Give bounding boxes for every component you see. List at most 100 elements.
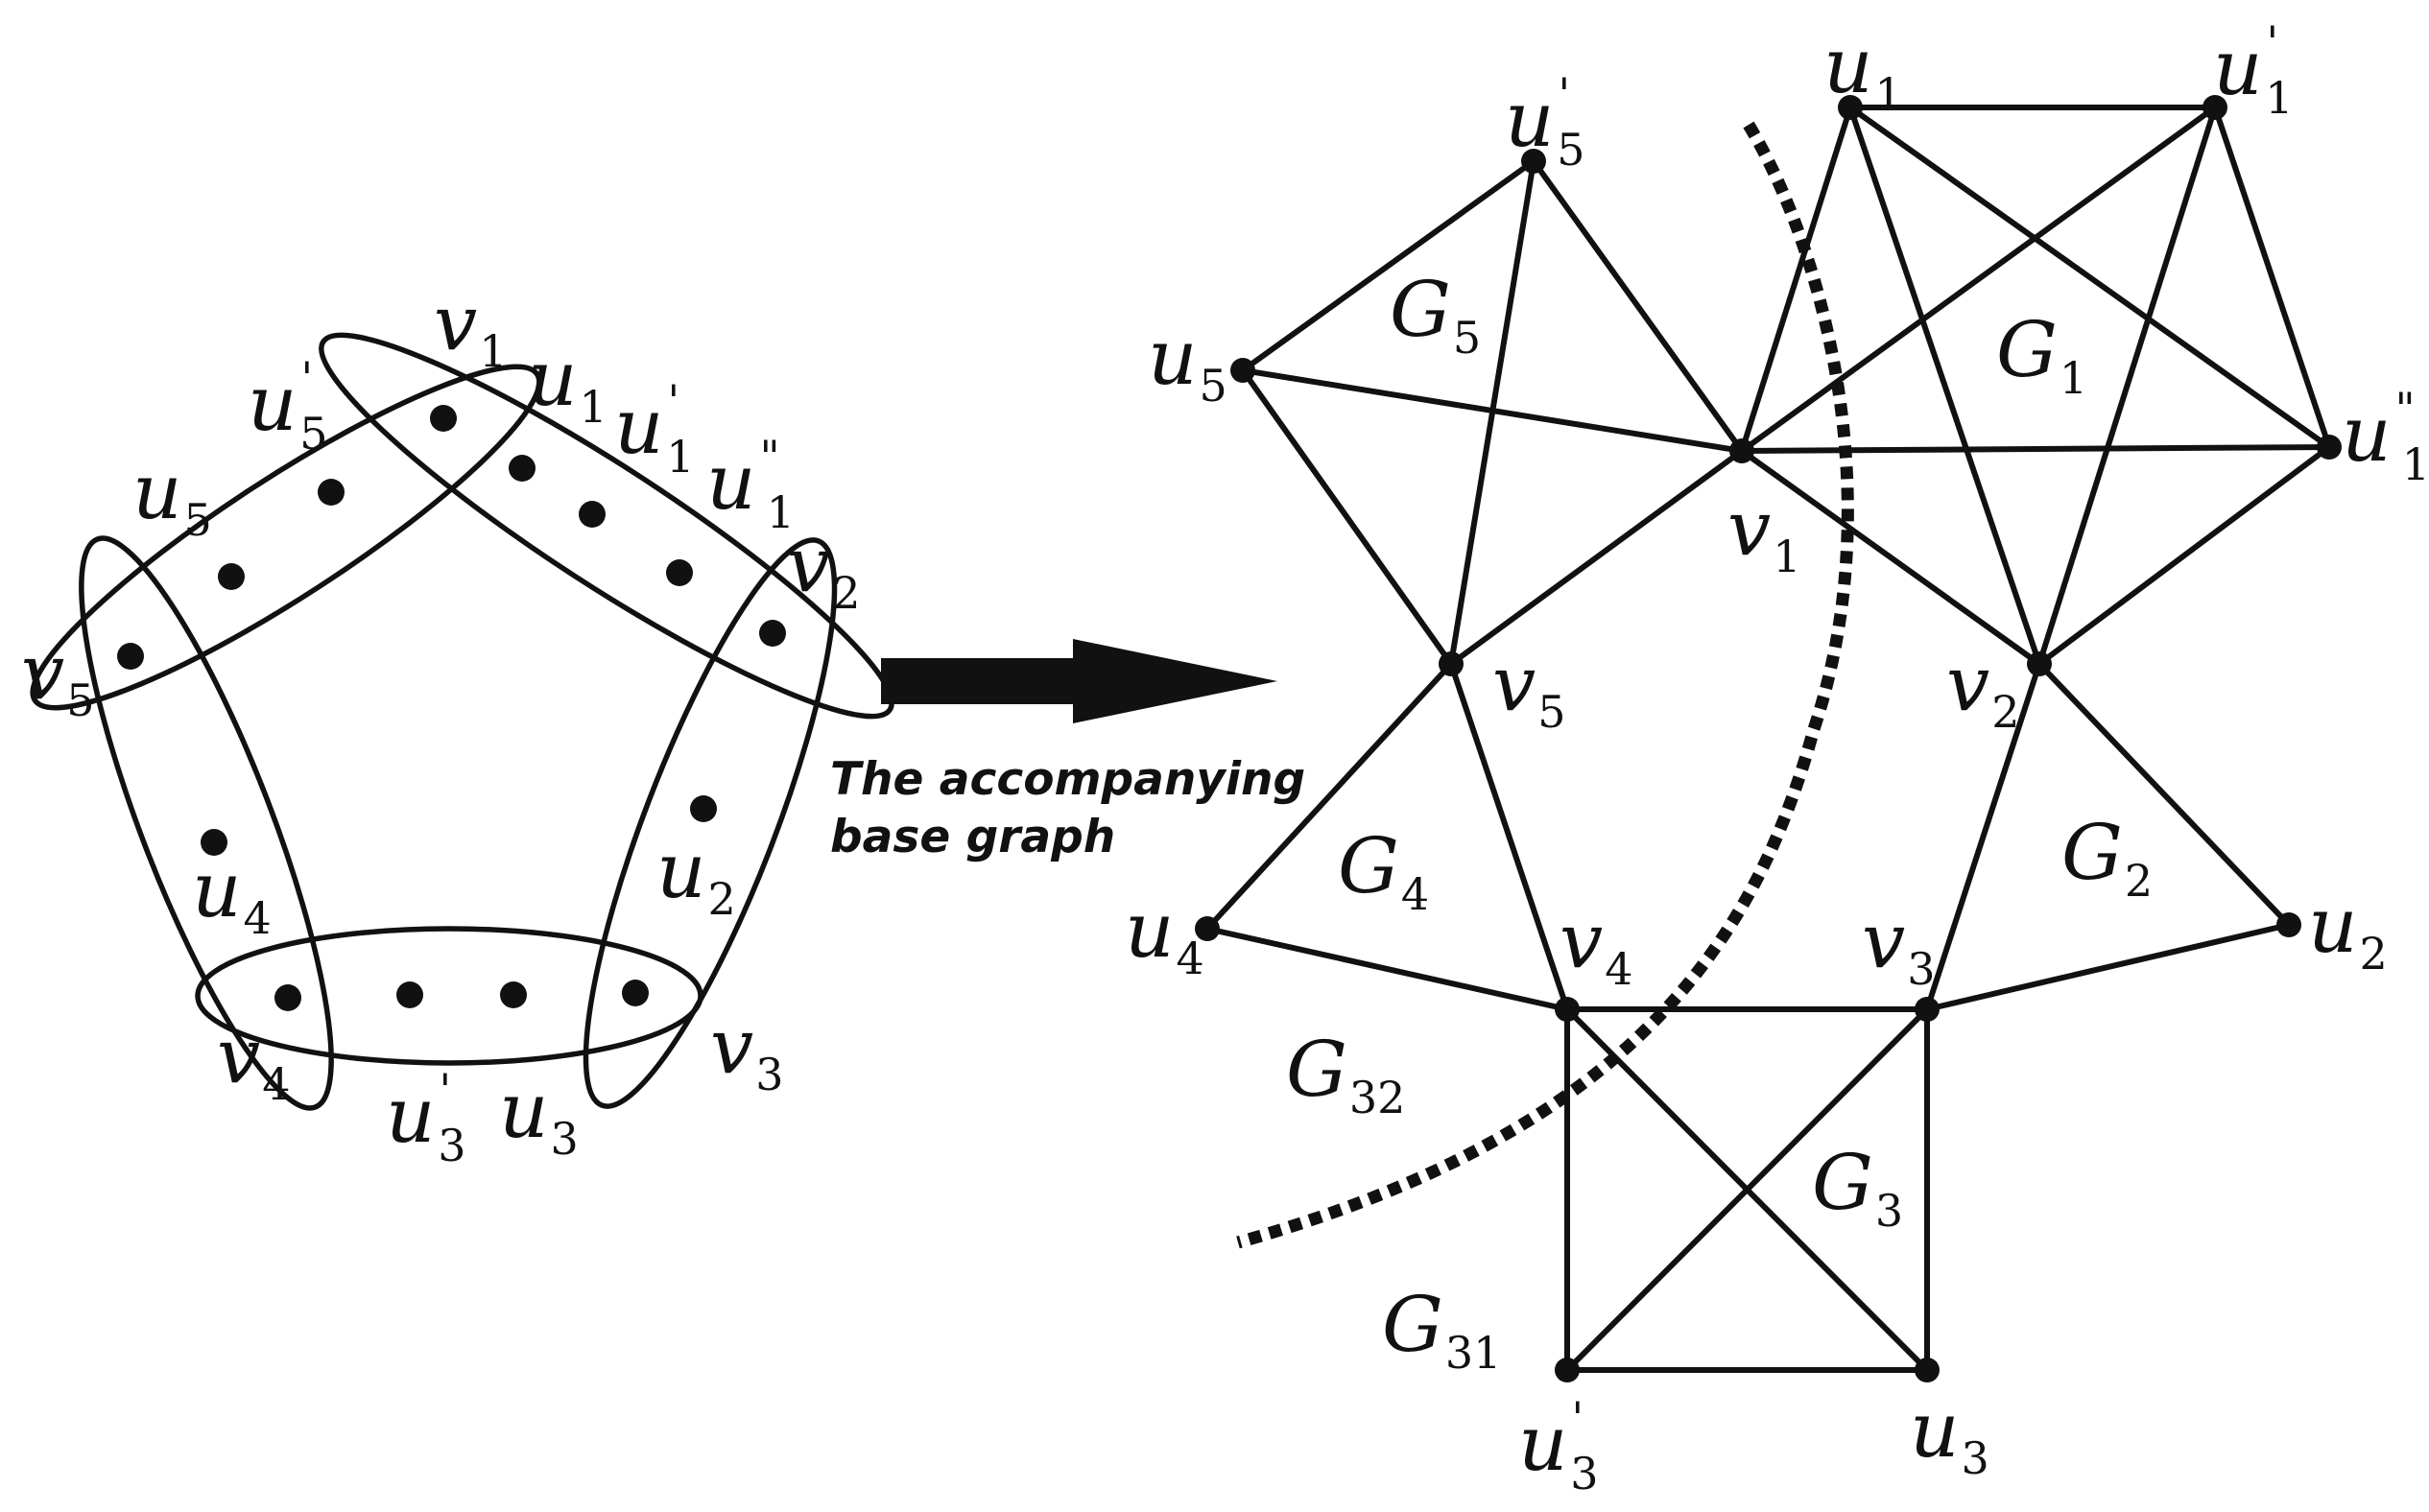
node-v1 bbox=[1729, 438, 1754, 463]
edge-v5-v1 bbox=[1449, 448, 1744, 667]
node-label-v1-sub: 1 bbox=[1773, 531, 1800, 582]
hyperedge-2 bbox=[583, 537, 838, 1109]
region-G31: G31 bbox=[1382, 1280, 1501, 1379]
edge-v3-u3p bbox=[1564, 1006, 1930, 1373]
hyper-point-v4 bbox=[274, 984, 301, 1011]
node-label-u4: u4 bbox=[1125, 886, 1204, 984]
base-graph-edges bbox=[1204, 105, 2332, 1373]
hyper-label-u4: u4 bbox=[192, 845, 272, 944]
region-G32: G32 bbox=[1286, 1025, 1405, 1123]
hyperedge-1 bbox=[319, 332, 894, 720]
edge-u1p-u1pp bbox=[2212, 106, 2332, 448]
hyperedge-ellipses bbox=[30, 332, 894, 1111]
node-u5p bbox=[1521, 149, 1546, 174]
edge-u1-u1pp bbox=[1848, 105, 2331, 450]
edge-u1p-v2 bbox=[2036, 106, 2218, 665]
edge-v3-u2 bbox=[1926, 922, 2290, 1012]
hyper-label-u3-sub: 3 bbox=[551, 1113, 579, 1165]
hyper-label-u5: u5 bbox=[132, 447, 212, 546]
hyper-label-u1pp-sup: " bbox=[760, 431, 780, 483]
node-u2 bbox=[2276, 912, 2301, 937]
region-G2: G2 bbox=[2061, 808, 2153, 907]
edge-u1-v1 bbox=[1739, 106, 1853, 452]
hyper-point-u1p bbox=[579, 501, 606, 528]
region-G1-sub: 1 bbox=[2060, 352, 2087, 404]
node-u5 bbox=[1230, 358, 1255, 383]
edge-u5p-u5 bbox=[1241, 158, 1536, 373]
hyper-label-u1pp-sub: 1 bbox=[767, 486, 795, 538]
node-label-v2-sub: 2 bbox=[1991, 686, 2019, 738]
node-label-u3-sub: 3 bbox=[1962, 1432, 1989, 1484]
node-label-u5p: u'5 bbox=[1505, 68, 1584, 176]
hyper-label-u1p-sub: 1 bbox=[666, 431, 694, 483]
hyper-point-v1 bbox=[430, 405, 457, 432]
node-v5 bbox=[1439, 651, 1464, 676]
hyper-point-u3 bbox=[500, 981, 527, 1008]
node-label-u3: u3 bbox=[1910, 1385, 1989, 1484]
node-label-u3p-sup: ' bbox=[1572, 1392, 1584, 1444]
node-v3 bbox=[1915, 997, 1940, 1022]
node-u1p bbox=[2203, 95, 2227, 120]
hyper-label-u2: u2 bbox=[656, 826, 736, 925]
node-label-u1p-sub: 1 bbox=[2265, 72, 2293, 124]
hyper-label-u1p: u'1 bbox=[614, 375, 694, 483]
node-label-u1pp-sup: " bbox=[2395, 383, 2416, 435]
edge-v2-u1pp bbox=[2037, 444, 2331, 667]
node-label-v1: v1 bbox=[1727, 484, 1800, 582]
hyper-label-u3p-sup: ' bbox=[440, 1064, 452, 1116]
region-G3: G3 bbox=[1812, 1138, 1903, 1237]
node-label-v5-sub: 5 bbox=[1537, 686, 1565, 738]
edge-u5-v1 bbox=[1242, 367, 1743, 454]
node-u1pp bbox=[2317, 435, 2342, 460]
hyper-label-v1-sub: 1 bbox=[479, 325, 507, 377]
node-label-v2: v2 bbox=[1946, 639, 2019, 738]
node-label-u5-sub: 5 bbox=[1200, 360, 1227, 412]
node-label-u1pp: u"1 bbox=[2342, 383, 2429, 490]
arrow-shape bbox=[881, 639, 1277, 723]
hyper-label-v4: v4 bbox=[217, 1011, 290, 1110]
edge-u5-v5 bbox=[1240, 368, 1454, 666]
hyper-label-u1-sub: 1 bbox=[580, 381, 607, 433]
node-label-u5p-sub: 5 bbox=[1557, 124, 1584, 176]
node-label-u1p-sup: ' bbox=[2267, 16, 2279, 68]
hyperedge-5 bbox=[30, 364, 542, 711]
node-label-v3-sub: 3 bbox=[1907, 943, 1935, 995]
node-label-u4-sub: 4 bbox=[1177, 933, 1204, 984]
node-label-u1pp-sub: 1 bbox=[2402, 438, 2429, 490]
hypergraph-points bbox=[117, 405, 786, 1011]
edge-v5-u4 bbox=[1204, 661, 1454, 932]
region-G3-sub: 3 bbox=[1875, 1185, 1903, 1237]
hyper-label-u5-sub: 5 bbox=[184, 494, 212, 546]
hyper-label-v5: v5 bbox=[21, 627, 94, 726]
edge-u4-v4 bbox=[1206, 926, 1568, 1012]
caption-line-1: The accompanying bbox=[830, 753, 1305, 806]
hyper-label-u1pp: u"1 bbox=[706, 431, 795, 538]
hyper-label-v2: v2 bbox=[787, 520, 860, 619]
hyper-label-v2-sub: 2 bbox=[832, 567, 860, 619]
hyper-label-u2-sub: 2 bbox=[708, 873, 736, 925]
hyper-point-u5p bbox=[318, 479, 345, 506]
node-label-u3p-sub: 3 bbox=[1570, 1448, 1598, 1500]
node-u3p bbox=[1555, 1358, 1580, 1382]
node-label-u2: u2 bbox=[2308, 881, 2388, 980]
cut-line bbox=[1236, 121, 1854, 1249]
region-G4-sub: 4 bbox=[1401, 868, 1429, 920]
node-label-u5: u5 bbox=[1148, 313, 1227, 412]
hyperedge-4 bbox=[79, 535, 334, 1111]
region-G4: G4 bbox=[1338, 821, 1429, 920]
hyper-point-v5 bbox=[117, 643, 144, 670]
hyper-label-v1: v1 bbox=[434, 278, 507, 377]
hyper-label-u3p-sub: 3 bbox=[438, 1120, 465, 1171]
node-label-u1: u1 bbox=[1823, 21, 1903, 120]
hyper-label-v3-sub: 3 bbox=[755, 1049, 783, 1100]
node-label-u2-sub: 2 bbox=[2360, 928, 2388, 980]
hyper-point-u1pp bbox=[666, 559, 693, 586]
hyper-point-u3p bbox=[396, 981, 423, 1008]
edge-v1-v2 bbox=[1740, 448, 2041, 667]
hyper-point-v2 bbox=[759, 620, 786, 647]
node-u3 bbox=[1915, 1358, 1940, 1382]
